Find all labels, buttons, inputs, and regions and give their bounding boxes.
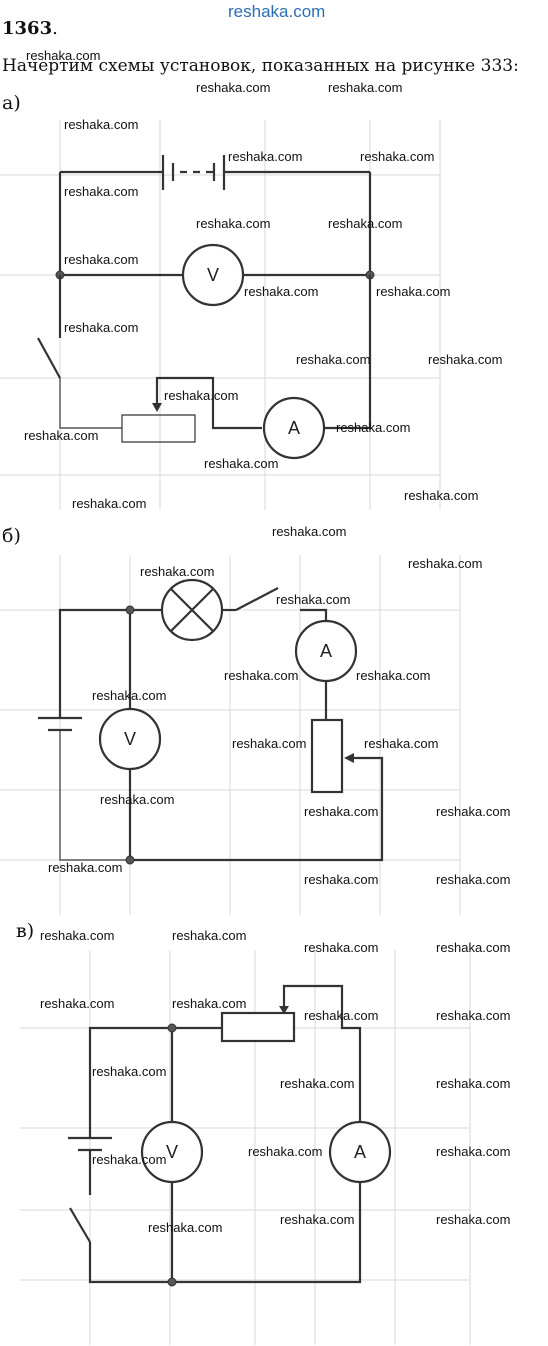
watermark: reshaka.com — [64, 320, 139, 335]
svg-text:A: A — [320, 641, 332, 661]
watermark: reshaka.com — [336, 420, 411, 435]
label-c: в) — [16, 920, 35, 942]
watermark: reshaka.com — [276, 592, 351, 607]
watermark: reshaka.com — [328, 216, 403, 231]
circuit-diagram-a: V A — [0, 120, 441, 510]
watermark: reshaka.com — [280, 1076, 355, 1091]
watermark: reshaka.com — [48, 860, 123, 875]
task-intro: Начертим схемы установок, показанных на … — [2, 56, 519, 76]
label-b: б) — [2, 525, 21, 547]
watermark: reshaka.com — [436, 804, 511, 819]
junction-node — [125, 605, 135, 615]
rheostat-symbol — [121, 376, 262, 443]
watermark: reshaka.com — [26, 48, 101, 63]
watermark: reshaka.com — [408, 556, 483, 571]
watermark: reshaka.com — [24, 428, 99, 443]
watermark: reshaka.com — [436, 1008, 511, 1023]
label-a: а) — [2, 92, 21, 114]
watermark: reshaka.com — [296, 352, 371, 367]
watermark: reshaka.com — [64, 184, 139, 199]
watermark: reshaka.com — [376, 284, 451, 299]
site-header[interactable]: reshaka.com — [228, 2, 326, 21]
watermark: reshaka.com — [92, 688, 167, 703]
watermark: reshaka.com — [64, 117, 139, 132]
watermark: reshaka.com — [436, 872, 511, 887]
watermark: reshaka.com — [248, 1144, 323, 1159]
wire — [88, 1182, 362, 1284]
battery-symbol — [60, 155, 370, 190]
circuit-diagram-c: A V — [20, 950, 471, 1345]
svg-text:V: V — [166, 1142, 178, 1162]
task-number: 1363. — [2, 18, 58, 39]
circuit-diagram-b: A V — [0, 555, 461, 915]
watermark: reshaka.com — [364, 736, 439, 751]
watermark: reshaka.com — [148, 1220, 223, 1235]
watermark: reshaka.com — [224, 668, 299, 683]
svg-text:A: A — [354, 1142, 366, 1162]
watermark: reshaka.com — [172, 996, 247, 1011]
watermark: reshaka.com — [436, 940, 511, 955]
watermark: reshaka.com — [228, 149, 303, 164]
watermark: reshaka.com — [232, 736, 307, 751]
watermark: reshaka.com — [360, 149, 435, 164]
watermark: reshaka.com — [40, 928, 115, 943]
switch-symbol — [235, 587, 279, 611]
svg-text:A: A — [288, 418, 300, 438]
switch-symbol — [37, 337, 61, 379]
watermark: reshaka.com — [140, 564, 215, 579]
wire — [59, 730, 130, 861]
ammeter: A — [262, 396, 326, 460]
watermark: reshaka.com — [304, 940, 379, 955]
svg-text:V: V — [207, 265, 219, 285]
voltmeter: V — [181, 243, 245, 307]
watermark: reshaka.com — [436, 1144, 511, 1159]
wire — [300, 608, 328, 621]
watermark: reshaka.com — [64, 252, 139, 267]
watermark: reshaka.com — [172, 928, 247, 943]
watermark: reshaka.com — [328, 80, 403, 95]
watermark: reshaka.com — [72, 496, 147, 511]
junction-node — [167, 1277, 177, 1287]
watermark: reshaka.com — [92, 1152, 167, 1167]
switch-symbol — [69, 1207, 91, 1243]
wire — [324, 275, 372, 430]
wire — [88, 1026, 222, 1138]
watermark: reshaka.com — [356, 668, 431, 683]
watermark: reshaka.com — [304, 1008, 379, 1023]
watermark: reshaka.com — [304, 872, 379, 887]
voltmeter: V — [98, 707, 162, 771]
watermark: reshaka.com — [100, 792, 175, 807]
ammeter: A — [294, 619, 358, 683]
watermark: reshaka.com — [280, 1212, 355, 1227]
ammeter: A — [328, 1120, 392, 1184]
watermark: reshaka.com — [304, 804, 379, 819]
watermark: reshaka.com — [436, 1212, 511, 1227]
watermark: reshaka.com — [244, 284, 319, 299]
watermark: reshaka.com — [92, 1064, 167, 1079]
watermark: reshaka.com — [196, 216, 271, 231]
grid — [0, 120, 441, 510]
rheostat-symbol — [130, 718, 384, 862]
watermark: reshaka.com — [404, 488, 479, 503]
rheostat-symbol — [220, 984, 362, 1122]
lamp-symbol — [160, 578, 224, 642]
watermark: reshaka.com — [272, 524, 347, 539]
junction-node — [125, 855, 135, 865]
junction-node — [167, 1023, 177, 1033]
watermark: reshaka.com — [196, 80, 271, 95]
watermark: reshaka.com — [164, 388, 239, 403]
watermark: reshaka.com — [428, 352, 503, 367]
watermark: reshaka.com — [40, 996, 115, 1011]
watermark: reshaka.com — [204, 456, 279, 471]
wire — [59, 378, 122, 429]
watermark: reshaka.com — [436, 1076, 511, 1091]
svg-text:V: V — [124, 729, 136, 749]
